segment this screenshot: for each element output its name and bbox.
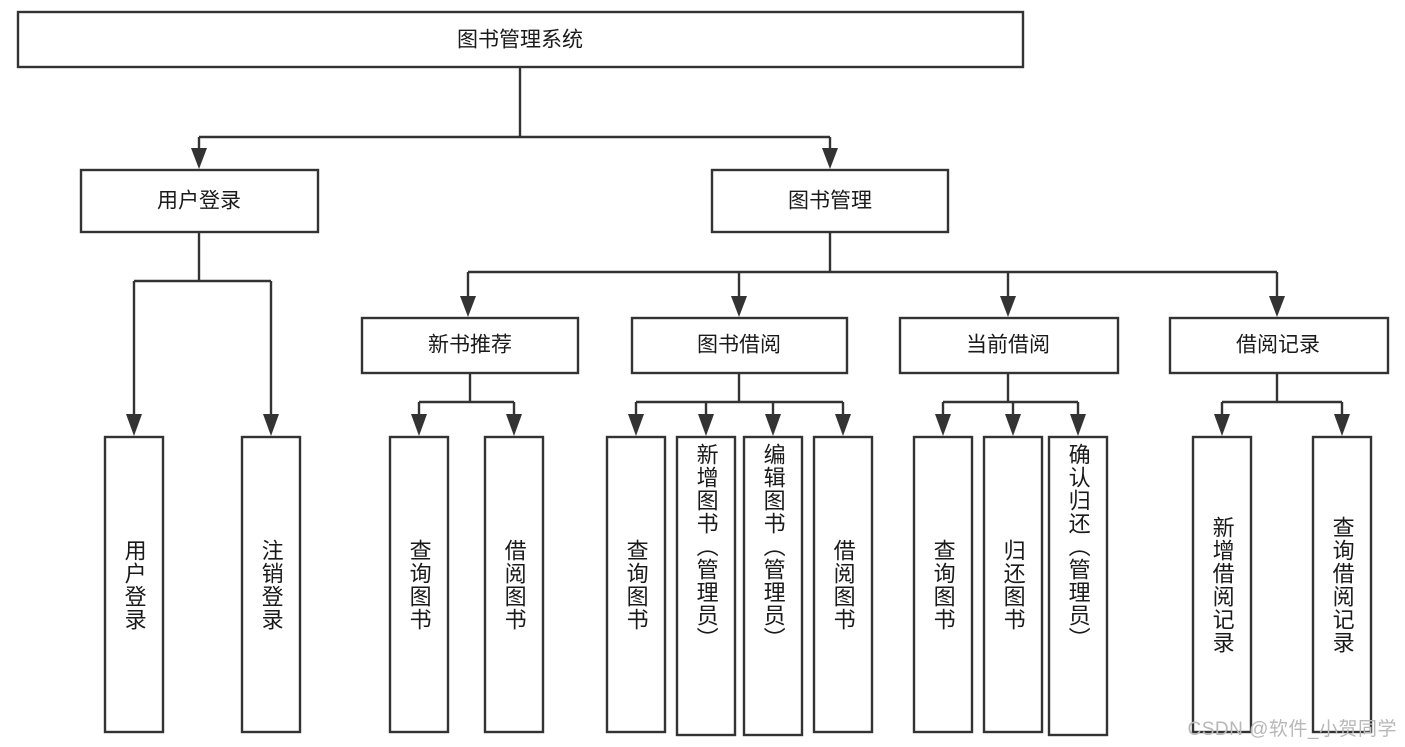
node-leaf-query-book-1[interactable] (388, 435, 450, 734)
node-leaf-add-book[interactable] (675, 435, 737, 737)
arrowhead-book-borrow (731, 296, 747, 317)
node-borrow-record-label: 借阅记录 (1236, 334, 1320, 357)
arrowhead-leaf-confirm-return (1070, 414, 1086, 436)
arrowhead-leaf-return-book (1005, 414, 1021, 436)
node-root[interactable] (16, 10, 1025, 69)
arrowhead-leaf-user-logout (263, 414, 279, 436)
node-leaf-user-login[interactable] (103, 435, 165, 734)
node-leaf-confirm-return[interactable] (1047, 435, 1109, 737)
node-leaf-user-logout[interactable] (240, 435, 302, 734)
arrowhead-user-login (191, 148, 207, 169)
node-new-book-recommend-label: 新书推荐 (428, 334, 512, 357)
arrowhead-leaf-user-login (126, 414, 142, 436)
arrowhead-leaf-query-record (1334, 414, 1350, 436)
node-current-borrow[interactable] (898, 316, 1120, 375)
arrowhead-leaf-query-book-3 (935, 414, 951, 436)
arrowhead-leaf-edit-book (765, 414, 781, 436)
arrowhead-recommend (460, 296, 476, 317)
node-new-book-recommend[interactable] (360, 316, 580, 375)
node-book-borrow-label: 图书借阅 (697, 334, 781, 357)
node-leaf-add-record[interactable] (1191, 435, 1253, 734)
arrowhead-layer (126, 148, 1350, 436)
node-book-manage[interactable] (710, 168, 950, 234)
node-leaf-query-book-3[interactable] (912, 435, 974, 734)
arrowhead-current-borrow (1000, 296, 1016, 317)
node-leaf-query-book-2[interactable] (605, 435, 667, 734)
node-leaf-borrow-book-1[interactable] (483, 435, 545, 734)
node-user-login-label: 用户登录 (157, 190, 241, 213)
arrowhead-leaf-add-book (698, 414, 714, 436)
node-borrow-record[interactable] (1168, 316, 1390, 375)
arrowhead-leaf-query-book-1 (411, 414, 427, 436)
node-layer: 图书管理系统 用户登录 图书管理 新书推荐 图书借阅 当前借阅 借阅记录 (16, 10, 1390, 737)
node-leaf-query-record[interactable] (1311, 435, 1373, 734)
arrowhead-leaf-query-book-2 (628, 414, 644, 436)
node-book-manage-label: 图书管理 (788, 190, 872, 213)
arrowhead-leaf-add-record (1214, 414, 1230, 436)
arrowhead-book-manage (822, 148, 838, 169)
node-user-login[interactable] (79, 168, 320, 234)
node-root-label: 图书管理系统 (457, 29, 583, 52)
arrowhead-borrow-record (1269, 296, 1285, 317)
node-leaf-return-book[interactable] (982, 435, 1044, 734)
node-leaf-edit-book[interactable] (742, 435, 804, 737)
csdn-watermark: CSDN @软件_小贺同学 (1187, 719, 1397, 740)
arrowhead-leaf-borrow-book-2 (835, 414, 851, 436)
node-book-borrow[interactable] (630, 316, 849, 375)
arrowhead-leaf-borrow-book-1 (506, 414, 522, 436)
node-current-borrow-label: 当前借阅 (966, 334, 1050, 357)
node-leaf-borrow-book-2[interactable] (812, 435, 874, 734)
